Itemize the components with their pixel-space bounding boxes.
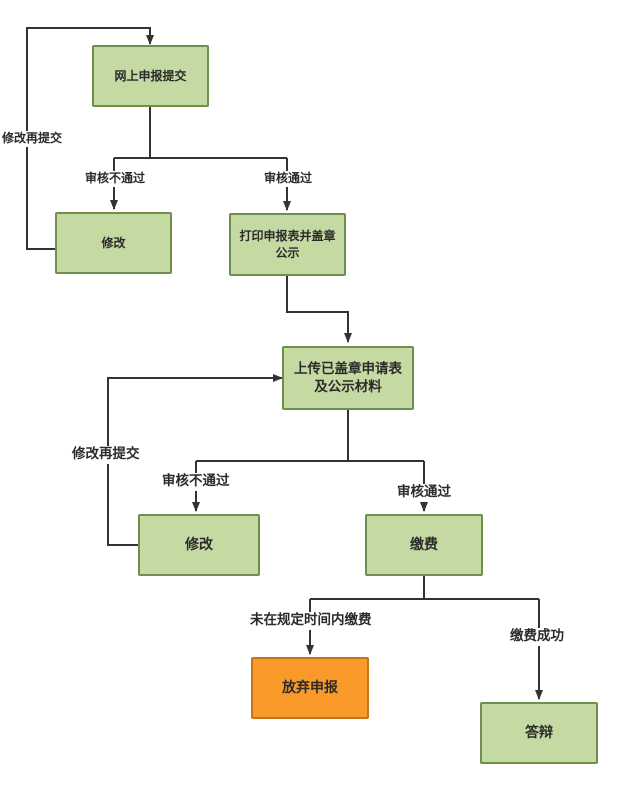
edge-label-resubmit-1: 修改再提交 [0, 131, 65, 147]
node-give-up-label: 放弃申报 [282, 679, 338, 696]
node-give-up: 放弃申报 [251, 657, 369, 719]
node-print-seal-text: 打印申报表并盖章 公示 [239, 228, 335, 260]
edge-label-resubmit-2: 修改再提交 [70, 446, 142, 464]
arrow-to-upload [286, 276, 352, 343]
node-print-seal: 打印申报表并盖章 公示 [229, 213, 346, 276]
node-defense: 答辩 [480, 702, 598, 764]
node-print-seal-line-2: 公示 [275, 245, 300, 260]
node-defense-label: 答辩 [525, 724, 553, 741]
node-upload: 上传已盖章申请表 及公示材料 [282, 346, 414, 410]
node-revise-2: 修改 [138, 514, 260, 576]
node-upload-text: 上传已盖章申请表 及公示材料 [294, 360, 402, 396]
node-revise-2-label: 修改 [185, 536, 213, 553]
loop-resubmit-1 [26, 27, 154, 250]
node-submit-online: 网上申报提交 [92, 45, 209, 107]
edge-label-approve-2: 审核通过 [395, 484, 453, 502]
node-upload-line-1: 上传已盖章申请表 [294, 360, 402, 377]
node-pay-fee-label: 缴费 [410, 536, 438, 553]
node-print-seal-line-1: 打印申报表并盖章 [239, 229, 336, 244]
edge-label-unpaid: 未在规定时间内缴费 [248, 612, 374, 630]
edge-label-approve-1: 审核通过 [262, 171, 315, 187]
edge-label-reject-2: 审核不通过 [160, 473, 232, 491]
node-revise-1: 修改 [55, 212, 172, 274]
node-upload-line-2: 及公示材料 [314, 379, 382, 395]
edge-label-reject-1: 审核不通过 [83, 171, 148, 187]
node-revise-1-label: 修改 [101, 235, 126, 250]
node-submit-online-label: 网上申报提交 [114, 68, 187, 83]
edge-label-paid: 缴费成功 [508, 628, 566, 646]
node-pay-fee: 缴费 [365, 514, 483, 576]
